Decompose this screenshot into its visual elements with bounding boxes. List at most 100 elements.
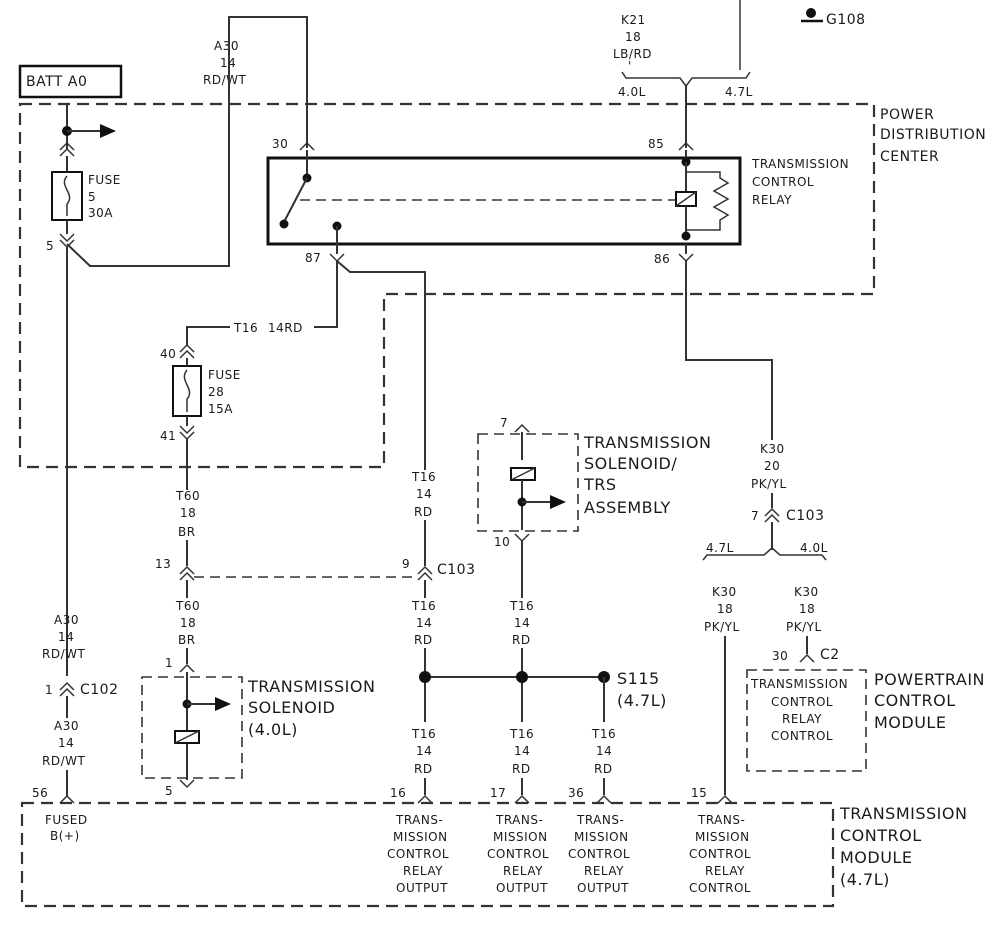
t16-c-color: RD — [512, 633, 531, 647]
relay-pin-87: 87 — [305, 251, 321, 265]
tcm-pin-36: 36 — [568, 786, 584, 800]
k30-top-circuit: K30 — [760, 442, 785, 456]
fuse-28-label-2: 28 — [208, 385, 224, 399]
t16-d-gauge: 14 — [416, 744, 432, 758]
c103-right-name: C103 — [786, 508, 825, 524]
pcm-label-2: CONTROL — [874, 691, 956, 710]
t16-e-gauge: 14 — [514, 744, 530, 758]
ground-symbol-icon — [801, 8, 823, 23]
tcm-output-17: TRANS- MISSION CONTROL RELAY OUTPUT — [487, 813, 549, 895]
k21-color: LB/RD — [613, 47, 652, 61]
t16-a-color: RD — [414, 505, 433, 519]
k30-right-color: PK/YL — [786, 620, 822, 634]
solenoid-40-box — [141, 676, 243, 779]
solenoid-trs-box — [477, 433, 579, 532]
solenoid-40-pin-5: 5 — [165, 784, 173, 798]
t16-c-circuit: T16 — [509, 599, 534, 613]
c102-pin: 1 — [45, 683, 53, 697]
t16-top-circuit: T16 — [233, 321, 258, 335]
fuse-28-element-icon — [183, 369, 191, 412]
c102-name: C102 — [80, 682, 119, 698]
pcm-inner-4: CONTROL — [771, 729, 833, 743]
fuse-5-element-icon — [63, 175, 71, 216]
svg-text:MISSION: MISSION — [574, 830, 629, 844]
arrow-right-icon — [100, 124, 116, 138]
t16-d-color: RD — [414, 762, 433, 776]
svg-text:CONTROL: CONTROL — [689, 847, 751, 861]
engine-mid-right: 4.0L — [800, 541, 828, 555]
svg-text:CONTROL: CONTROL — [487, 847, 549, 861]
tcm-pin-17: 17 — [490, 786, 506, 800]
batt-box — [18, 64, 123, 99]
engine-top-right: 4.7L — [725, 85, 753, 99]
t60-b-color: BR — [178, 633, 196, 647]
batt-label: BATT A0 — [26, 74, 87, 90]
k21-tick: ' — [628, 59, 632, 73]
solenoid-trs-label-2: SOLENOID/ — [584, 454, 677, 473]
fuse-28-pin-in: 40 — [160, 347, 176, 361]
c2-name: C2 — [820, 647, 840, 663]
svg-text:TRANS-: TRANS- — [495, 813, 543, 827]
s115-name: S115 — [617, 669, 660, 688]
ground-label: G108 — [826, 12, 866, 28]
a30-low-gauge: 14 — [58, 736, 74, 750]
s115-engine: (4.7L) — [617, 691, 667, 710]
engine-split-mid — [702, 547, 827, 561]
c103-row-name: C103 — [437, 562, 476, 578]
k21-circuit: K21 — [621, 13, 646, 27]
engine-split-top — [621, 71, 751, 88]
svg-text:RELAY: RELAY — [403, 864, 443, 878]
a30-mid-color: RD/WT — [42, 647, 85, 661]
c103-pin-13: 13 — [155, 557, 171, 571]
svg-text:TRANS-: TRANS- — [576, 813, 624, 827]
svg-text:CONTROL: CONTROL — [689, 881, 751, 895]
t16-b-color: RD — [414, 633, 433, 647]
fuse-5-label-1: FUSE — [88, 173, 121, 187]
fuse-28-pin-out: 41 — [160, 429, 176, 443]
fuse-5-label-2: 5 — [88, 190, 96, 204]
t60-b-gauge: 18 — [180, 616, 196, 630]
svg-text:RELAY: RELAY — [705, 864, 745, 878]
k30-left-color: PK/YL — [704, 620, 740, 634]
solenoid-40-label-2: SOLENOID — [248, 698, 335, 717]
relay-resistor-icon — [686, 171, 730, 231]
solenoid-40-pin-1: 1 — [165, 656, 173, 670]
engine-top-left: 4.0L — [618, 85, 646, 99]
tcm-pin-16: 16 — [390, 786, 406, 800]
pcm-label-1: POWERTRAIN — [874, 670, 985, 689]
svg-text:CONTROL: CONTROL — [387, 847, 449, 861]
pcm-inner-1: TRANSMISSION — [750, 677, 848, 691]
k30-left-gauge: 18 — [717, 602, 733, 616]
t16-d-circuit: T16 — [411, 727, 436, 741]
solenoid-trs-label-3: TRS — [583, 475, 617, 494]
tcm-name-4: (4.7L) — [840, 870, 890, 889]
fuse-28-label-1: FUSE — [208, 368, 241, 382]
tcm-box — [20, 801, 835, 908]
a30-low-circuit: A30 — [54, 719, 79, 733]
t16-f-color: RD — [594, 762, 613, 776]
k30-right-circuit: K30 — [794, 585, 819, 599]
solenoid-trs-label-1: TRANSMISSION — [583, 433, 711, 452]
k30-top-color: PK/YL — [751, 477, 787, 491]
t16-f-circuit: T16 — [591, 727, 616, 741]
t16-c-gauge: 14 — [514, 616, 530, 630]
svg-text:RELAY: RELAY — [584, 864, 624, 878]
t60-a-gauge: 18 — [180, 506, 196, 520]
tcm-name-1: TRANSMISSION — [839, 804, 967, 823]
t16-a-circuit: T16 — [411, 470, 436, 484]
t60-b-circuit: T60 — [175, 599, 200, 613]
a30-mid-gauge: 14 — [58, 630, 74, 644]
svg-text:TRANS-: TRANS- — [697, 813, 745, 827]
k21-gauge: 18 — [625, 30, 641, 44]
pcm-inner-2: CONTROL — [771, 695, 833, 709]
svg-text:OUTPUT: OUTPUT — [577, 881, 629, 895]
t16-f-gauge: 14 — [596, 744, 612, 758]
relay-box — [266, 156, 742, 246]
fuse-5-label-3: 30A — [88, 206, 113, 220]
a30-top-gauge: 14 — [220, 56, 236, 70]
k30-top-gauge: 20 — [764, 459, 780, 473]
k30-left-circuit: K30 — [712, 585, 737, 599]
solenoid-trs-label-4: ASSEMBLY — [584, 498, 671, 517]
c2-pin: 30 — [772, 649, 788, 663]
